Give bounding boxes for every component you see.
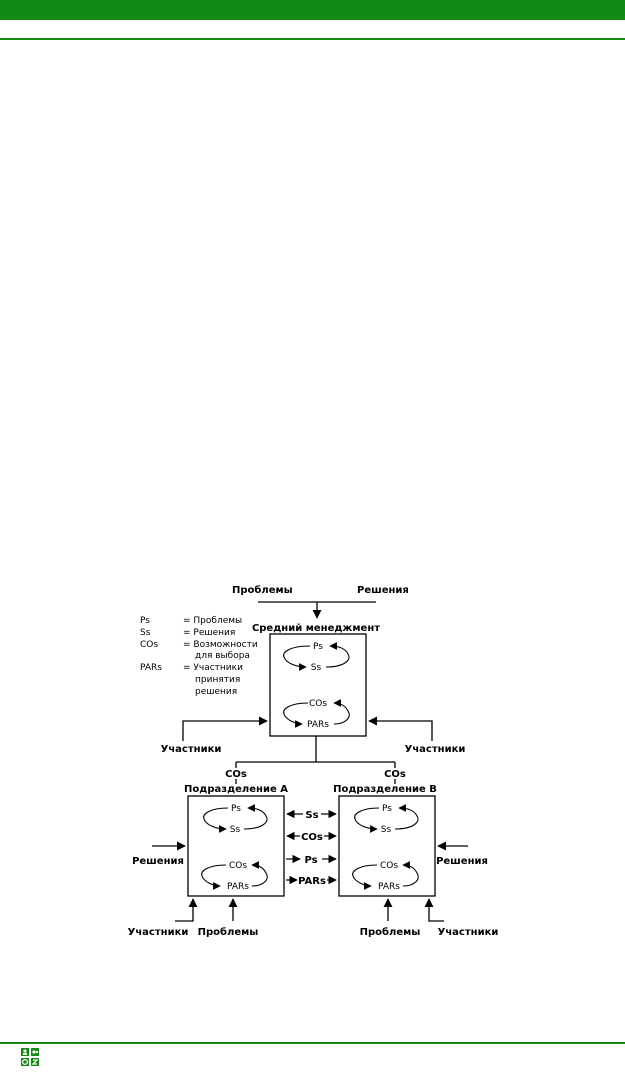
middle-cycle2-a: COs	[309, 699, 327, 709]
div-a-cycle-1: Ps Ss	[203, 804, 268, 835]
div-b-cycle1-a: Ps	[382, 804, 392, 814]
cos-left-label: COs	[225, 769, 247, 780]
exchange-arrows: Ss COs Ps PARs	[286, 809, 337, 887]
middle-cycle1-b: Ss	[311, 663, 322, 673]
div-a-cycle-2: COs PARs	[201, 861, 268, 892]
div-b-cycle-1: Ps Ss	[354, 804, 419, 835]
header-rule	[0, 38, 625, 40]
legend-def-ps: = Проблемы	[183, 616, 242, 626]
footer-rule	[0, 1042, 625, 1044]
legend-cont-pars-1: принятия	[195, 675, 240, 685]
legend-def-cos: = Возможности	[183, 640, 258, 650]
div-b-cycle-2: COs PARs	[352, 861, 419, 892]
solutions-left-label: Решения	[132, 856, 184, 867]
div-b-participants-arrow	[424, 898, 444, 922]
div-b-problems-label: Проблемы	[360, 926, 421, 938]
legend-abbr-pars: PARs	[140, 663, 162, 673]
publisher-logo-icon	[20, 1047, 40, 1067]
participants-left-arrow	[182, 716, 268, 741]
div-a-cycle1-b: Ss	[230, 825, 241, 835]
div-a-participants-arrow	[175, 898, 198, 922]
header-bar	[0, 0, 625, 20]
middle-cycle-1: Ps Ss	[283, 642, 350, 673]
legend-cont-pars-2: решения	[195, 687, 237, 697]
participants-right-arrow	[368, 716, 433, 741]
legend: Ps = Проблемы Ss = Решения COs = Возможн…	[140, 616, 258, 697]
legend-def-ss: = Решения	[183, 628, 235, 638]
middle-cycle2-b: PARs	[307, 720, 329, 730]
div-a-cycle2-a: COs	[229, 861, 247, 871]
div-a-participants-label: Участники	[128, 927, 189, 938]
legend-cont-cos: для выбора	[195, 651, 250, 661]
div-a-cycle1-a: Ps	[231, 804, 241, 814]
div-b-cycle2-b: PARs	[378, 882, 400, 892]
div-b-participants-label: Участники	[438, 927, 499, 938]
top-solutions-label: Решения	[357, 585, 409, 596]
legend-abbr-cos: COs	[140, 640, 158, 650]
middle-mgmt-title: Средний менеджмент	[252, 623, 380, 634]
garbage-can-diagram: Проблемы Решения Ps = Проблемы Ss = Реше…	[128, 584, 499, 938]
solutions-right-label: Решения	[436, 856, 488, 867]
top-problems-label: Проблемы	[232, 584, 293, 596]
exchange-ss: Ss	[305, 810, 318, 821]
middle-cycle1-a: Ps	[313, 642, 323, 652]
exchange-cos: COs	[301, 832, 323, 843]
div-b-cycle1-b: Ss	[381, 825, 392, 835]
div-a-cycle2-b: PARs	[227, 882, 249, 892]
exchange-pars: PARs	[298, 876, 326, 887]
legend-abbr-ps: Ps	[140, 616, 150, 626]
middle-cycle-2: COs PARs	[283, 699, 350, 730]
participants-left-label: Участники	[161, 744, 222, 755]
div-a-title: Подразделение А	[184, 784, 288, 795]
exchange-ps: Ps	[304, 855, 317, 866]
div-b-title: Подразделение В	[333, 784, 437, 795]
cos-right-label: COs	[384, 769, 406, 780]
legend-def-pars: = Участники	[183, 663, 243, 673]
legend-abbr-ss: Ss	[140, 628, 151, 638]
div-b-cycle2-a: COs	[380, 861, 398, 871]
participants-right-label: Участники	[405, 744, 466, 755]
div-a-problems-label: Проблемы	[198, 926, 259, 938]
